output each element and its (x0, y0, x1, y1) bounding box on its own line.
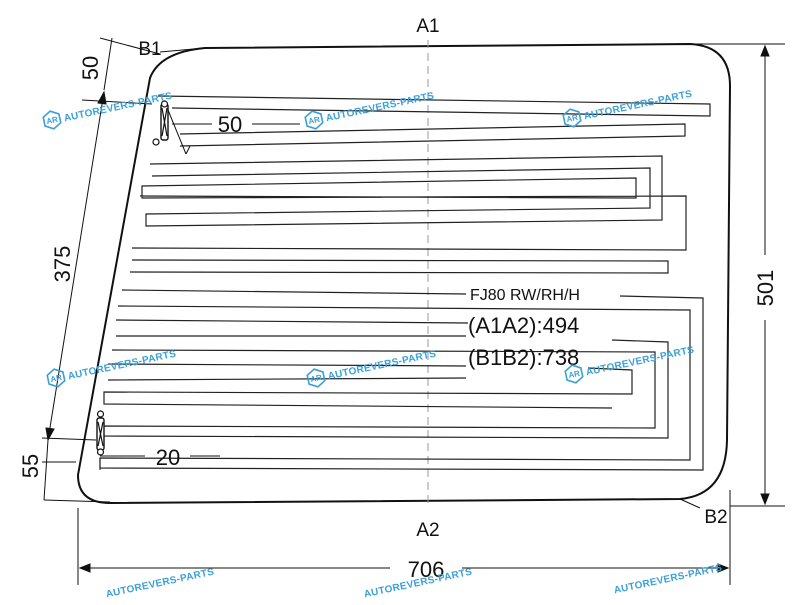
watermark-7: AUTOREVERS-PARTS (105, 567, 215, 601)
height-dimension-right (692, 43, 785, 507)
watermark-logo-icon (42, 110, 62, 130)
watermark-text: AUTOREVERS-PARTS (585, 345, 695, 379)
heating-grid-upper (131, 95, 711, 251)
watermark-logo-icon (564, 364, 584, 384)
top-terminal-connector (152, 100, 169, 146)
watermark-logo-text: AR (566, 113, 579, 124)
watermark-text: AUTOREVERS-PARTS (67, 349, 177, 383)
watermark-logo-icon (562, 108, 582, 128)
watermark-logo-text: AR (310, 373, 323, 384)
dimension-top-terminal-value: 50 (218, 112, 242, 137)
info-model: FJ80 RW/RH/H (470, 287, 580, 304)
label-a2: A2 (416, 520, 439, 541)
width-dimension (77, 490, 731, 585)
height-dimension-left (45, 90, 153, 442)
dimension-width-value: 706 (408, 557, 445, 582)
watermark-3: AR AUTOREVERS-PARTS (562, 89, 693, 128)
b1-leader (159, 47, 206, 53)
watermark-logo-text: AR (50, 373, 63, 384)
watermark-1: AR AUTOREVERS-PARTS (42, 91, 173, 130)
label-b1: B1 (138, 39, 161, 60)
bottom-terminal-leader (99, 455, 220, 470)
watermark-logo-icon (46, 368, 66, 388)
info-b1b2: (B1B2):738 (468, 345, 579, 370)
b2-leader (679, 498, 701, 509)
watermark-logo-icon (304, 110, 324, 130)
dimension-height-right-value: 501 (753, 270, 778, 307)
dimension-height-left-value: 375 (50, 246, 75, 283)
watermark-logo-icon (306, 368, 326, 388)
label-a1: A1 (416, 16, 439, 37)
top-terminal-leader (167, 109, 300, 155)
watermark-text: AUTOREVERS-PARTS (63, 91, 173, 125)
watermark-2: AR AUTOREVERS-PARTS (304, 91, 435, 130)
dimension-bottom-left-offset-value: 55 (18, 454, 43, 478)
watermark-6: AR AUTOREVERS-PARTS (564, 345, 695, 384)
info-a1a2: (A1A2):494 (468, 313, 579, 338)
watermark-text: AUTOREVERS-PARTS (325, 91, 435, 125)
watermark-logo-text: AR (568, 369, 581, 380)
dimension-bottom-terminal-value: 20 (156, 445, 180, 470)
watermark-text: AUTOREVERS-PARTS (583, 89, 693, 123)
dimension-top-left-offset-value: 50 (78, 56, 103, 80)
bottom-terminal-connector (96, 410, 105, 456)
label-b2: B2 (704, 507, 727, 528)
watermark-logo-text: AR (308, 115, 321, 126)
top-left-offset-dimension (99, 37, 161, 91)
bottom-left-offset-dimension (41, 437, 111, 503)
watermark-logo-text: AR (46, 115, 59, 126)
watermark-text: AUTOREVERS-PARTS (105, 567, 215, 600)
